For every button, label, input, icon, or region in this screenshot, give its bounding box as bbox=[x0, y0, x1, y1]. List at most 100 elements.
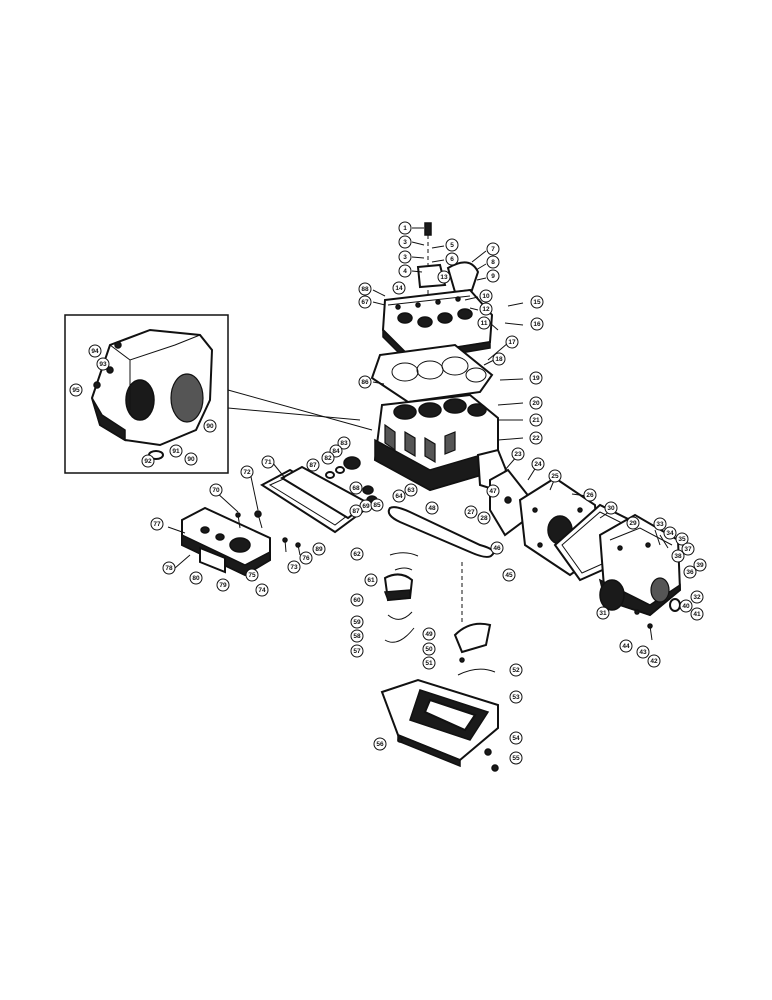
callout-label: 29 bbox=[629, 520, 637, 527]
callout-circle bbox=[255, 583, 269, 597]
callout-circle bbox=[604, 501, 618, 515]
callout-circle bbox=[509, 663, 523, 677]
callout-c50: 27 bbox=[464, 505, 478, 519]
callout-circle bbox=[203, 419, 217, 433]
callout-circle bbox=[690, 607, 704, 621]
callout-c29: 90 bbox=[203, 419, 217, 433]
callout-c33: 83 bbox=[337, 436, 351, 450]
callout-circle bbox=[404, 483, 418, 497]
callout-label: 20 bbox=[532, 400, 540, 407]
callout-label: 94 bbox=[91, 348, 99, 355]
callout-label: 28 bbox=[480, 515, 488, 522]
callout-label: 40 bbox=[682, 603, 690, 610]
callout-c60: 37 bbox=[681, 542, 695, 556]
callout-label: 93 bbox=[99, 361, 107, 368]
callout-c14: 15 bbox=[530, 295, 544, 309]
callout-c81: 62 bbox=[350, 547, 364, 561]
callout-label: 5 bbox=[450, 242, 454, 249]
callout-c37: 72 bbox=[240, 465, 254, 479]
callout-label: 43 bbox=[639, 649, 647, 656]
callout-c9: 9 bbox=[486, 269, 500, 283]
callout-c52: 48 bbox=[425, 501, 439, 515]
callout-circle bbox=[321, 451, 335, 465]
callout-circle bbox=[583, 488, 597, 502]
callout-label: 22 bbox=[532, 435, 540, 442]
callout-c32: 90 bbox=[184, 452, 198, 466]
callout-label: 87 bbox=[309, 462, 317, 469]
callout-c4: 4 bbox=[398, 264, 412, 278]
callout-circle bbox=[398, 250, 412, 264]
callout-c2: 3 bbox=[398, 235, 412, 249]
callout-circle bbox=[529, 413, 543, 427]
callout-circle bbox=[490, 541, 504, 555]
callout-circle bbox=[619, 639, 633, 653]
callout-circle bbox=[392, 489, 406, 503]
callout-c27: 93 bbox=[96, 357, 110, 371]
callout-circle bbox=[663, 526, 677, 540]
side-cover-plate bbox=[254, 465, 370, 534]
callout-c79: 76 bbox=[299, 551, 313, 565]
callout-label: 60 bbox=[353, 597, 361, 604]
callout-label: 41 bbox=[693, 611, 701, 618]
callout-label: 67 bbox=[361, 299, 369, 306]
callout-label: 35 bbox=[678, 536, 686, 543]
callout-label: 63 bbox=[407, 487, 415, 494]
inset-detail bbox=[64, 314, 373, 474]
oil-pan-gasket bbox=[387, 506, 495, 625]
callout-circle bbox=[349, 481, 363, 495]
callout-circle bbox=[626, 516, 640, 530]
callout-c69: 43 bbox=[636, 645, 650, 659]
callout-circle bbox=[693, 558, 707, 572]
callout-c23: 20 bbox=[529, 396, 543, 410]
callout-c77: 75 bbox=[245, 568, 259, 582]
callout-label: 58 bbox=[353, 633, 361, 640]
callout-circle bbox=[492, 352, 506, 366]
callout-c89: 51 bbox=[422, 656, 436, 670]
callout-c67: 31 bbox=[596, 606, 610, 620]
callout-c6: 6 bbox=[445, 252, 459, 266]
callout-label: 47 bbox=[489, 488, 497, 495]
callout-circle bbox=[162, 561, 176, 575]
callout-c41: 87 bbox=[349, 504, 363, 518]
callout-label: 59 bbox=[353, 619, 361, 626]
callout-label: 75 bbox=[248, 572, 256, 579]
callout-circle bbox=[425, 501, 439, 515]
callout-circle bbox=[398, 221, 412, 235]
callout-label: 74 bbox=[258, 587, 266, 594]
callout-circle bbox=[477, 316, 491, 330]
callout-circle bbox=[486, 242, 500, 256]
callout-label: 89 bbox=[315, 546, 323, 553]
callout-c61: 38 bbox=[671, 549, 685, 563]
callout-label: 52 bbox=[512, 667, 520, 674]
callout-c54: 45 bbox=[502, 568, 516, 582]
callout-label: 30 bbox=[607, 505, 615, 512]
callout-circle bbox=[509, 690, 523, 704]
callout-circle bbox=[88, 344, 102, 358]
callout-c78: 73 bbox=[287, 560, 301, 574]
callout-c21: 19 bbox=[529, 371, 543, 385]
callout-circle bbox=[509, 731, 523, 745]
callout-circle bbox=[445, 238, 459, 252]
callout-c57: 33 bbox=[653, 517, 667, 531]
callout-label: 17 bbox=[508, 339, 516, 346]
callout-label: 4 bbox=[403, 268, 407, 275]
callout-circle bbox=[370, 498, 384, 512]
callout-label: 1 bbox=[403, 225, 407, 232]
callout-c70: 42 bbox=[647, 654, 661, 668]
callout-c39: 68 bbox=[349, 481, 363, 495]
callout-c59: 35 bbox=[675, 532, 689, 546]
timing-gear-cover bbox=[598, 513, 682, 641]
callout-circle bbox=[358, 295, 372, 309]
callout-circle bbox=[529, 371, 543, 385]
callout-label: 91 bbox=[172, 448, 180, 455]
callout-circle bbox=[505, 335, 519, 349]
callout-c74: 80 bbox=[189, 571, 203, 585]
callout-c82: 61 bbox=[364, 573, 378, 587]
callout-label: 18 bbox=[495, 356, 503, 363]
intake-manifold bbox=[181, 506, 301, 577]
callout-circle bbox=[653, 517, 667, 531]
callout-label: 86 bbox=[361, 379, 369, 386]
callout-circle bbox=[596, 606, 610, 620]
callout-label: 27 bbox=[467, 509, 475, 516]
